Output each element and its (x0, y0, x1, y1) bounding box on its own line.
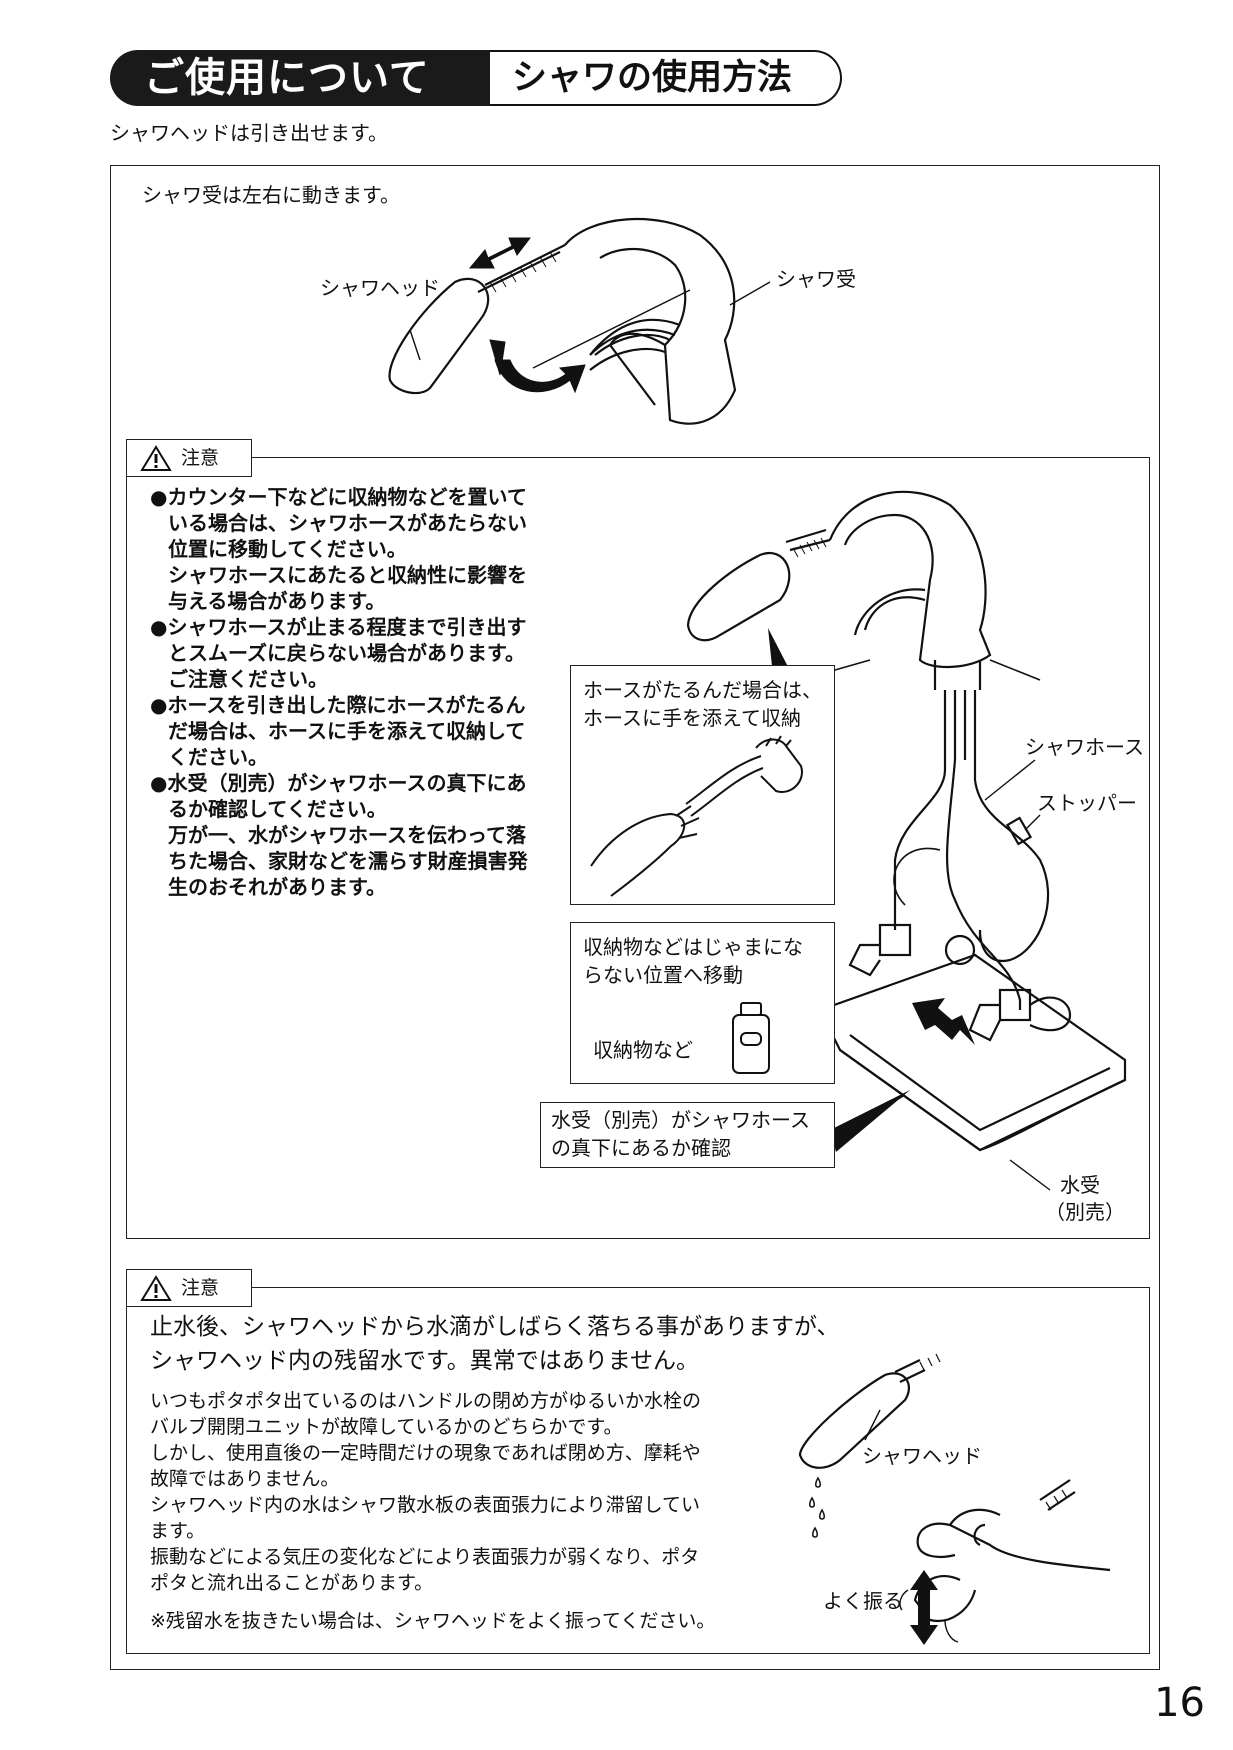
bullet-line: 生のおそれがあります。 (168, 875, 386, 899)
caution2-note: ※残留水を抜きたい場合は、シャワヘッドをよく振ってください。 (150, 1610, 716, 1632)
body-line: 振動などによる気圧の変化などにより表面張力が弱くなり、ポタ (150, 1546, 700, 1568)
label-stopper: ストッパー (1037, 791, 1137, 815)
bullet-line: いる場合は、シャワホースがあたらない (168, 511, 527, 535)
bullet-line: だ場合は、ホースに手を添えて収納して (168, 719, 526, 743)
body-line: しかし、使用直後の一定時間だけの現象であれば閉め方、摩耗や (150, 1442, 701, 1464)
receiver-note: シャワ受は左右に動きます。 (142, 183, 400, 207)
bullet-line: ください。 (168, 745, 268, 769)
warning-icon (140, 1275, 172, 1301)
caution-panel-2 (126, 1287, 1150, 1654)
callout-tray-line: 水受（別売）がシャワホース (551, 1108, 810, 1132)
body-line: シャワヘッド内の水はシャワ散水板の表面張力により滞留してい (150, 1494, 701, 1516)
caution-label: 注意 (181, 447, 220, 469)
lead-line: 止水後、シャワヘッドから水滴がしばらく落ちる事がありますが、 (150, 1314, 840, 1340)
bullet-line: ●シャワホースが止まる程度まで引き出す (150, 615, 527, 639)
label-water-tray-line: 水受 (1060, 1173, 1100, 1197)
intro-text: シャワヘッドは引き出せます。 (110, 121, 388, 145)
body-line: バルブ開閉ユニットが故障しているかのどちらかです。 (150, 1416, 623, 1438)
bullet-line: 万が一、水がシャワホースを伝わって落 (168, 823, 526, 847)
label-water-tray: 水受 （別売） (1045, 1172, 1125, 1226)
callout-tray-line: の真下にあるか確認 (551, 1136, 731, 1160)
caution-bullets: ●カウンター下などに収納物などを置いて いる場合は、シャワホースがあたらない 位… (150, 484, 560, 900)
content-frame (110, 165, 1160, 1670)
bullet-line: ●カウンター下などに収納物などを置いて (150, 485, 527, 509)
callout-tray-box: 水受（別売）がシャワホース の真下にあるか確認 (540, 1102, 835, 1168)
label-shake-well: よく振る (823, 1589, 903, 1613)
callout-hose-box: ホースがたるんだ場合は、 ホースに手を添えて収納 (570, 665, 835, 905)
callout-storage-box: 収納物などはじゃまにな らない位置へ移動 収納物など (570, 922, 835, 1084)
body-line: いつもポタポタ出ているのはハンドルの閉め方がゆるいか水栓の (150, 1390, 702, 1412)
bullet-line: 位置に移動してください。 (168, 537, 407, 561)
callout-storage-line: らない位置へ移動 (583, 963, 743, 987)
callout-hose-line: ホースがたるんだ場合は、 (583, 678, 822, 702)
lead-line: シャワヘッド内の残留水です。異常ではありません。 (150, 1348, 700, 1374)
caution-label: 注意 (181, 1277, 220, 1299)
faucet-illustration-top (388, 217, 771, 425)
warning-icon (140, 445, 172, 471)
callout-storage-line: 収納物などはじゃまにな (583, 935, 803, 959)
caution-panel-1 (126, 457, 1150, 1239)
label-water-tray-line: （別売） (1045, 1200, 1125, 1224)
bullet-line: とスムーズに戻らない場合があります。 (168, 641, 525, 665)
body-line: ます。 (150, 1520, 206, 1542)
hand-hose-illustration (590, 735, 803, 897)
caution2-lead: 止水後、シャワヘッドから水滴がしばらく落ちる事がありますが、 シャワヘッド内の残… (150, 1310, 840, 1378)
bullet-line: ●水受（別売）がシャワホースの真下にあ (150, 771, 527, 795)
bullet-line: ちた場合、家財などを濡らす財産損害発 (168, 849, 528, 873)
bullet-line: ご注意ください。 (168, 667, 328, 691)
page-number: 16 (1154, 1680, 1205, 1726)
caution-tab-2: 注意 (126, 1269, 252, 1307)
label-shower-head: シャワヘッド (320, 276, 440, 300)
bullet-line: ●ホースを引き出した際にホースがたるん (150, 693, 526, 717)
caution2-body: いつもポタポタ出ているのはハンドルの閉め方がゆるいか水栓の バルブ開閉ユニットが… (150, 1388, 701, 1596)
callout-hose-line: ホースに手を添えて収納 (583, 706, 801, 730)
body-line: ポタと流れ出ることがあります。 (150, 1572, 434, 1594)
body-line: 故障ではありません。 (150, 1468, 340, 1490)
storage-label: 収納物など (593, 1038, 693, 1062)
label-shower-head-2: シャワヘッド (862, 1444, 982, 1468)
page-title: シャワの使用方法 (490, 50, 842, 106)
bullet-line: シャワホースにあたると収納性に影響を (168, 563, 527, 587)
bullet-line: 与える場合があります。 (168, 589, 386, 613)
label-shower-receiver: シャワ受 (776, 267, 856, 291)
bottle-icon (732, 1002, 770, 1074)
dripping-head-illustration (798, 1353, 1111, 1645)
bullet-line: るか確認してください。 (168, 797, 387, 821)
section-heading: ご使用について (110, 50, 490, 106)
label-shower-hose: シャワホース (1025, 735, 1144, 759)
caution-tab-1: 注意 (126, 439, 252, 477)
